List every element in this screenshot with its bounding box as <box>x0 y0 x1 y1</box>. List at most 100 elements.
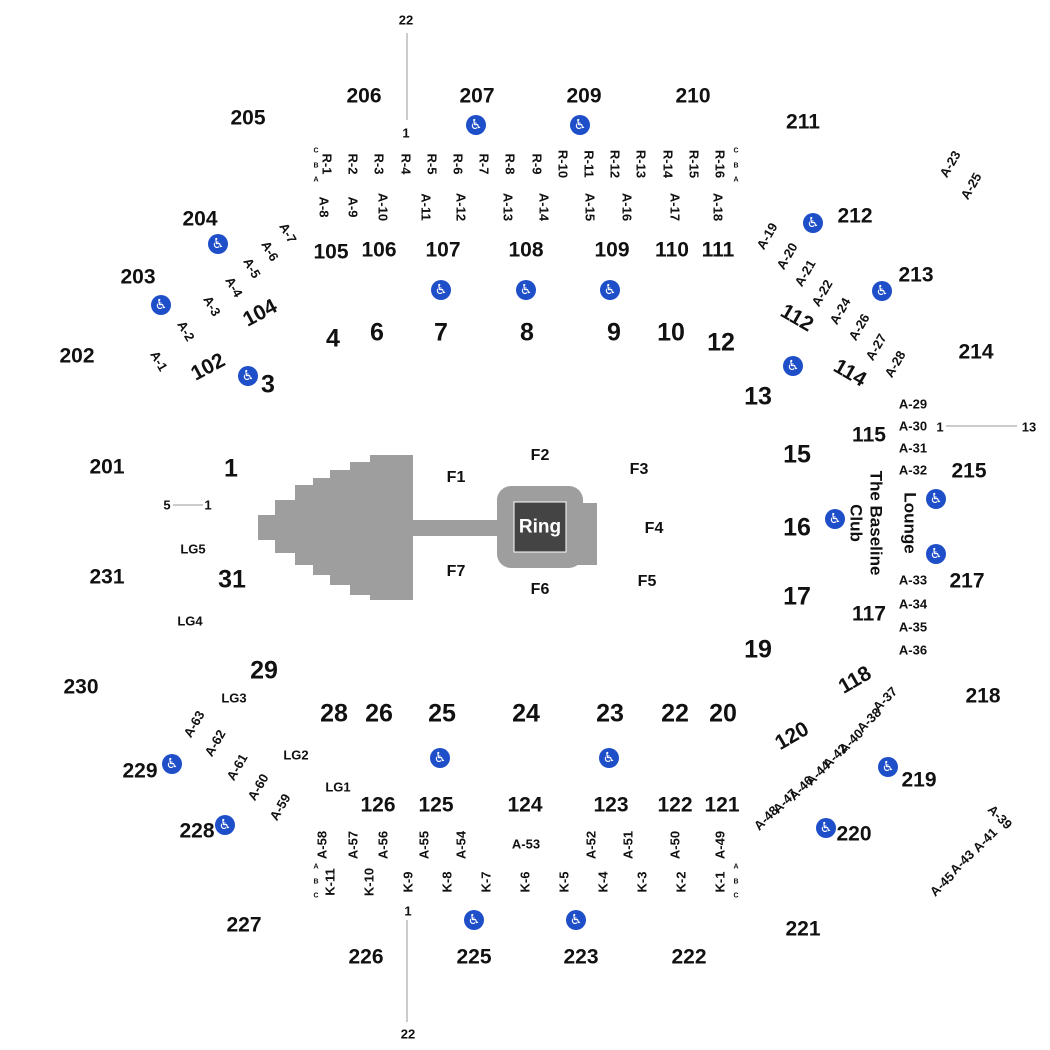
ring-label: Ring <box>518 516 562 538</box>
row-r-10: R-10 <box>555 149 571 179</box>
section-107: 107 <box>425 238 461 262</box>
wheelchair-icon: ♿ <box>816 818 836 838</box>
section-201: 201 <box>89 455 125 479</box>
seat-marker-right-end: 13 <box>1021 419 1037 435</box>
stage-runway <box>413 520 503 536</box>
wheelchair-icon: ♿ <box>599 748 619 768</box>
row-a-35: A-35 <box>898 619 928 635</box>
section-106: 106 <box>361 238 397 262</box>
seat-marker-top-end: 22 <box>398 12 414 28</box>
floor-area-f4: F4 <box>644 520 664 537</box>
floor-section-31: 31 <box>218 565 246 594</box>
row-r-6: R-6 <box>450 153 466 175</box>
section-222: 222 <box>671 945 707 969</box>
floor-area-lg2: LG2 <box>283 747 309 763</box>
seat-marker-top-start: 1 <box>402 125 410 141</box>
wheelchair-icon: ♿ <box>151 295 171 315</box>
floor-area-f2: F2 <box>530 447 550 464</box>
row-a-9: A-9 <box>345 196 361 218</box>
wheelchair-icon: ♿ <box>516 280 536 300</box>
row-k-6: K-6 <box>517 871 533 893</box>
row-a-53: A-53 <box>511 836 541 852</box>
wheelchair-icon: ♿ <box>783 356 803 376</box>
row-a-55: A-55 <box>416 830 432 860</box>
row-r-7: R-7 <box>476 153 492 175</box>
floor-section-22: 22 <box>661 699 689 728</box>
section-220: 220 <box>836 822 872 846</box>
floor-section-16: 16 <box>783 513 811 542</box>
row-letter-a: A <box>313 176 319 184</box>
section-212: 212 <box>837 204 873 228</box>
row-k-11: K-11 <box>322 868 338 896</box>
row-r-4: R-4 <box>398 153 414 175</box>
row-a-57: A-57 <box>345 830 361 860</box>
wheelchair-icon: ♿ <box>570 115 590 135</box>
section-230: 230 <box>63 675 99 699</box>
row-a-32: A-32 <box>898 462 928 478</box>
floor-section-6: 6 <box>370 318 384 347</box>
row-a-33: A-33 <box>898 572 928 588</box>
row-letter-a: A <box>733 863 739 871</box>
ring-platform-side <box>575 503 597 565</box>
floor-area-f5: F5 <box>637 573 657 590</box>
row-letter-a: A <box>313 863 319 871</box>
seat-marker-right-start: 1 <box>936 419 944 435</box>
section-121: 121 <box>704 793 740 817</box>
section-214: 214 <box>958 340 994 364</box>
row-r-1: R-1 <box>319 153 335 175</box>
wheelchair-icon: ♿ <box>431 280 451 300</box>
section-122: 122 <box>657 793 693 817</box>
wheelchair-icon: ♿ <box>566 910 586 930</box>
wheelchair-icon: ♿ <box>464 910 484 930</box>
row-a-58: A-58 <box>314 830 330 860</box>
row-r-5: R-5 <box>424 153 440 175</box>
row-letter-a: A <box>733 176 739 184</box>
floor-section-24: 24 <box>512 699 540 728</box>
floor-section-4: 4 <box>326 324 340 353</box>
section-210: 210 <box>675 84 711 108</box>
row-r-15: R-15 <box>686 149 702 179</box>
row-a-10: A-10 <box>375 192 391 222</box>
stage <box>258 455 597 600</box>
row-a-13: A-13 <box>500 192 516 222</box>
row-a-49: A-49 <box>712 830 728 860</box>
row-r-11: R-11 <box>581 150 597 178</box>
row-a-16: A-16 <box>619 192 635 222</box>
section-108: 108 <box>508 238 544 262</box>
row-k-5: K-5 <box>556 871 572 893</box>
row-letter-c: C <box>733 147 739 155</box>
seat-marker-left-end: 5 <box>163 497 171 513</box>
section-227: 227 <box>226 913 262 937</box>
section-126: 126 <box>360 793 396 817</box>
wheelchair-icon: ♿ <box>466 115 486 135</box>
row-a-14: A-14 <box>536 192 552 222</box>
floor-area-f1: F1 <box>446 469 466 486</box>
section-123: 123 <box>593 793 629 817</box>
section-226: 226 <box>348 945 384 969</box>
section-206: 206 <box>346 84 382 108</box>
row-k-8: K-8 <box>439 871 455 893</box>
section-115: 115 <box>852 423 886 447</box>
floor-area-lg3: LG3 <box>221 690 247 706</box>
row-a-8: A-8 <box>316 196 332 218</box>
section-205: 205 <box>230 106 266 130</box>
row-a-56: A-56 <box>375 830 391 860</box>
wheelchair-icon: ♿ <box>803 213 823 233</box>
section-223: 223 <box>563 945 599 969</box>
ring <box>513 501 567 553</box>
club-lounge: Lounge <box>900 492 920 554</box>
seat-marker-lines <box>173 33 1017 1022</box>
wheelchair-icon: ♿ <box>878 757 898 777</box>
section-109: 109 <box>594 238 630 262</box>
row-k-9: K-9 <box>400 871 416 893</box>
wheelchair-icon: ♿ <box>825 509 845 529</box>
floor-section-10: 10 <box>657 318 685 347</box>
row-r-9: R-9 <box>529 153 545 175</box>
floor-section-26: 26 <box>365 699 393 728</box>
wheelchair-icon: ♿ <box>600 280 620 300</box>
section-225: 225 <box>456 945 492 969</box>
row-r-16: R-16 <box>712 149 728 179</box>
row-r-14: R-14 <box>660 149 676 179</box>
floor-section-19: 19 <box>744 635 772 664</box>
